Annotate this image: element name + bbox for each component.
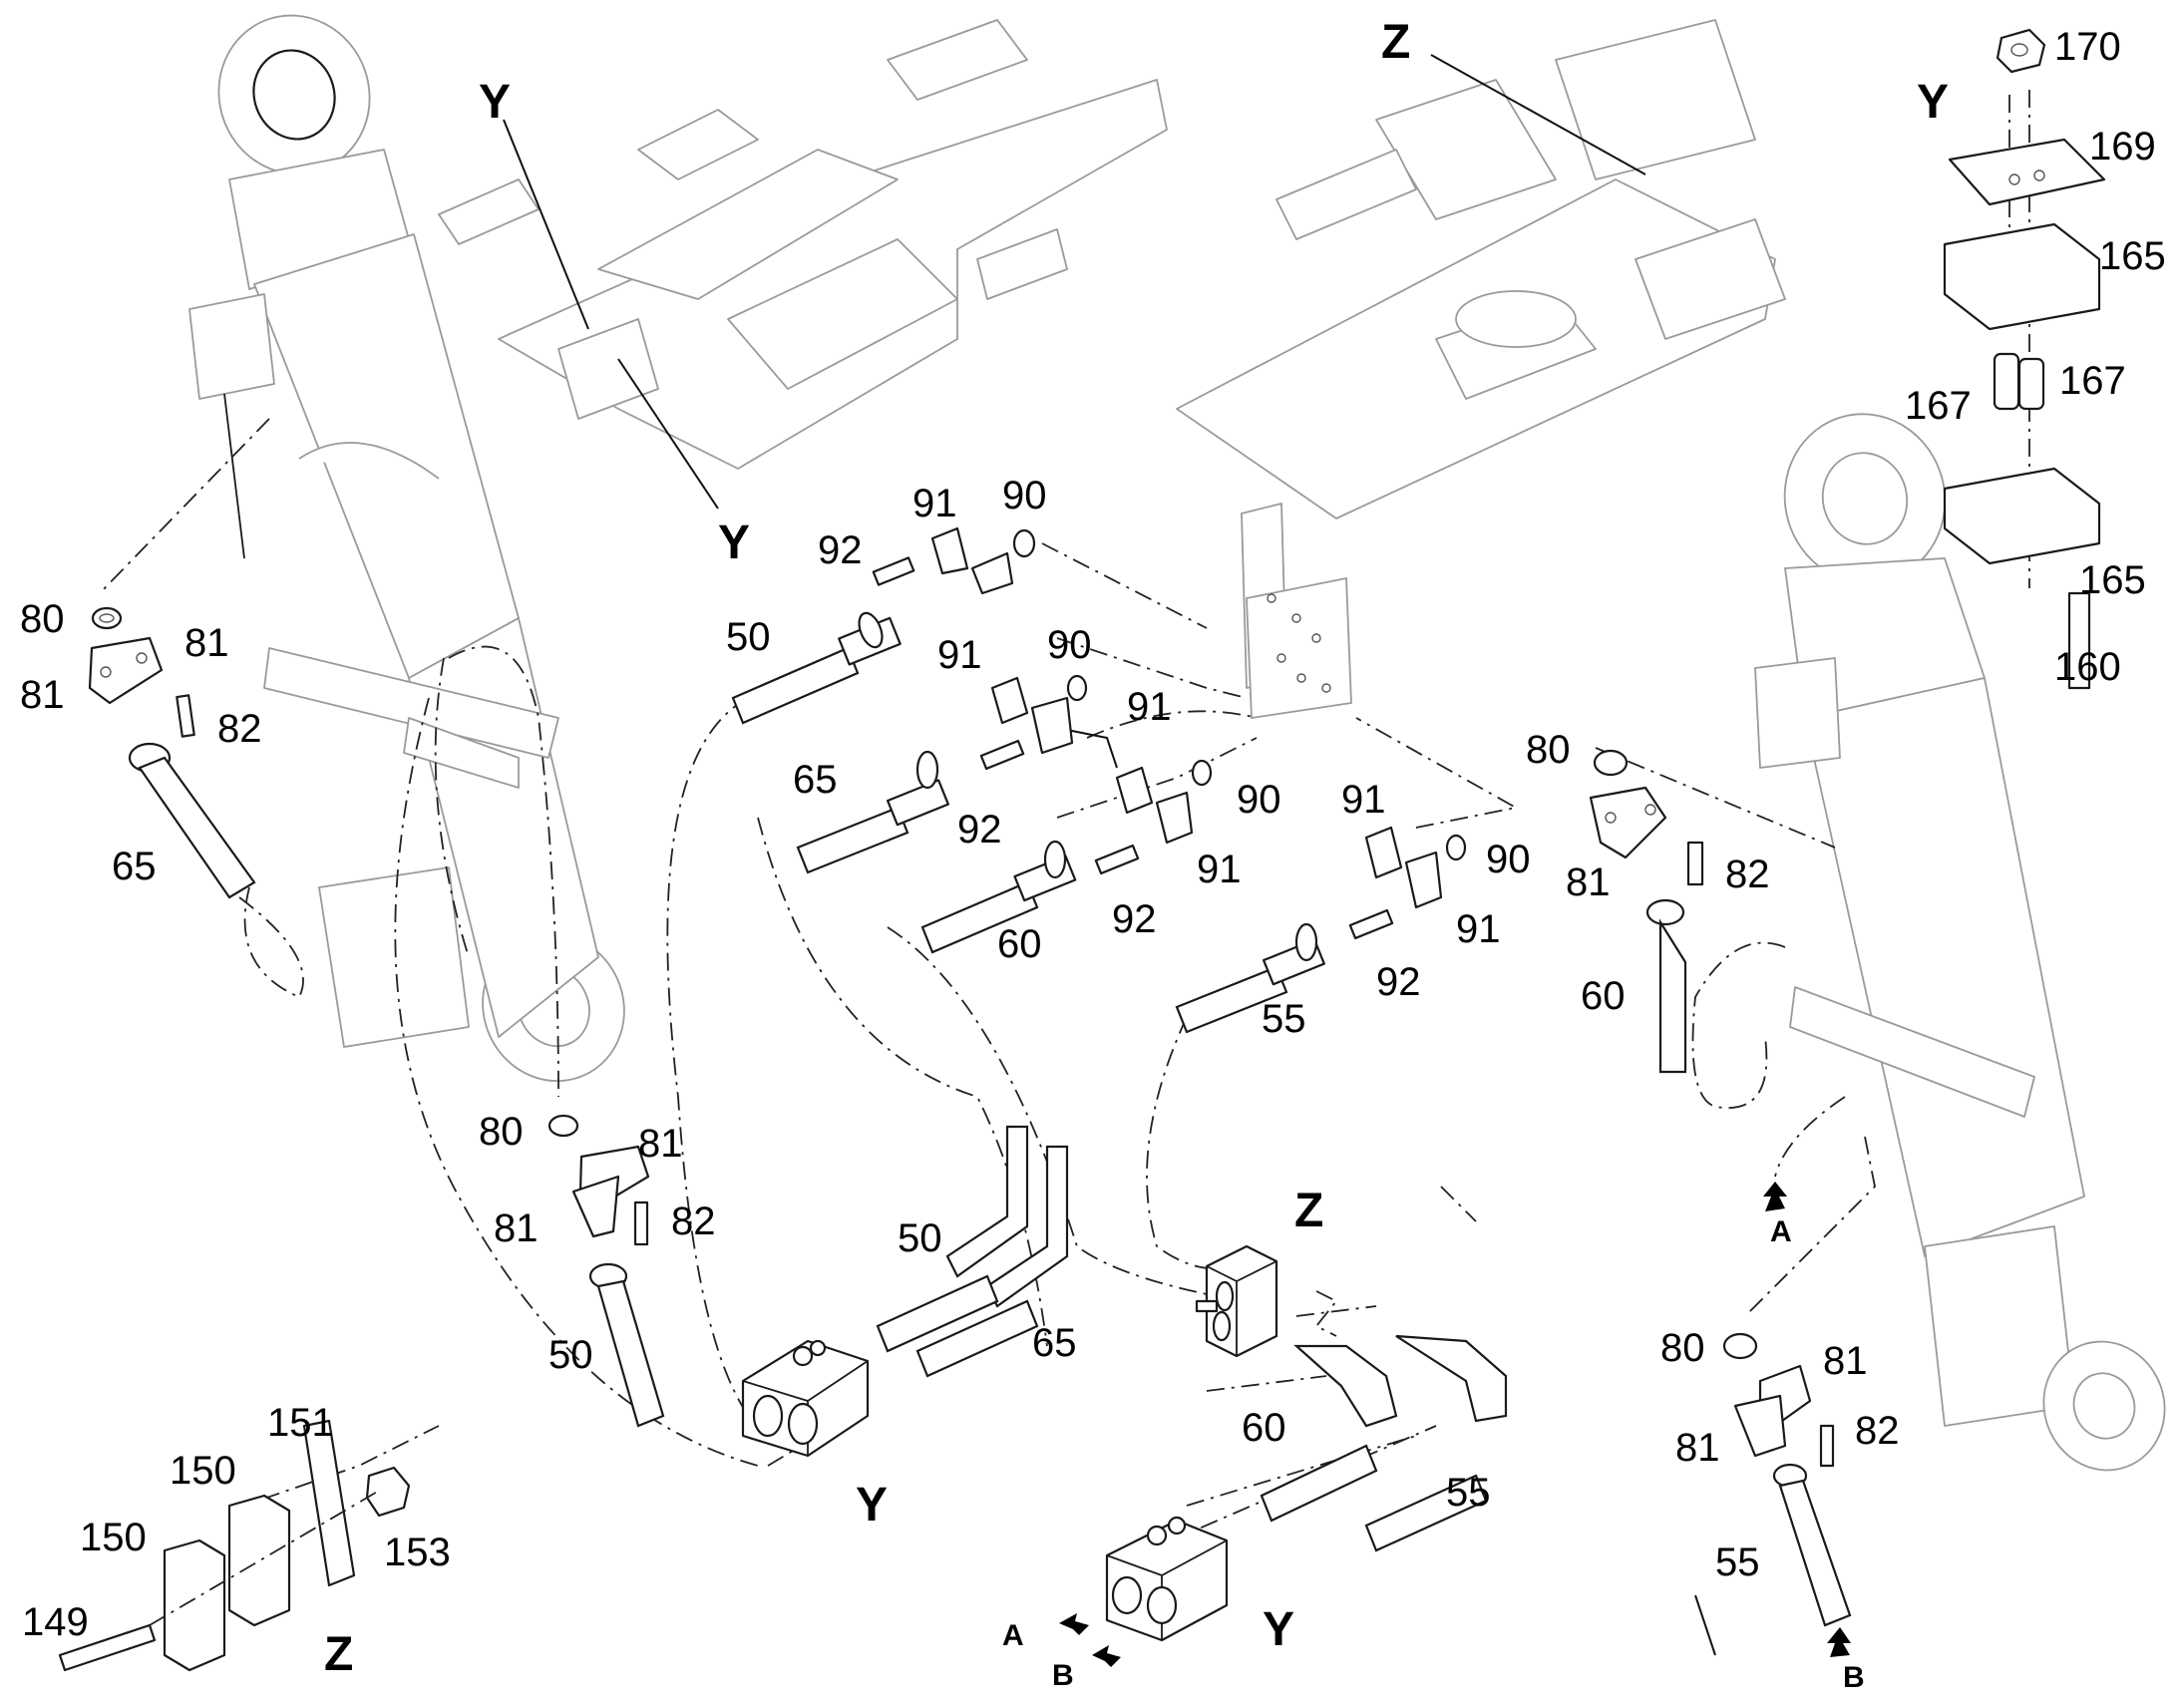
- label-55-right-lower: 55: [1715, 1540, 1760, 1584]
- label-169: 169: [2089, 125, 2156, 169]
- label-91-top: 91: [912, 482, 957, 525]
- right-cylinder: [1754, 413, 2166, 1472]
- label-90-mid1: 90: [1047, 623, 1092, 667]
- label-60-bundle: 60: [1242, 1406, 1286, 1450]
- label-50-center: 50: [726, 615, 771, 659]
- arrow-label-a-bottom: A: [1002, 1619, 1024, 1652]
- label-82-right-upper: 82: [1725, 853, 1770, 896]
- label-92-mid2: 92: [1112, 897, 1157, 941]
- clamp-z-center: [1195, 1244, 1278, 1358]
- label-149: 149: [22, 1600, 89, 1644]
- label-160: 160: [2054, 645, 2121, 689]
- fitting-91-92-90-low: [1348, 826, 1467, 940]
- label-90-top: 90: [1002, 474, 1047, 517]
- label-55-bundle: 55: [1446, 1471, 1491, 1515]
- label-55-center: 55: [1262, 997, 1306, 1041]
- arrow-b-right: [1827, 1627, 1851, 1657]
- label-165-top: 165: [2099, 234, 2166, 278]
- left-cylinder: [188, 14, 625, 1083]
- label-151: 151: [267, 1401, 334, 1445]
- view-letter-z-frame: Z: [1381, 16, 1410, 69]
- arrow-label-b-bottom: B: [1052, 1659, 1074, 1692]
- label-167-left: 167: [1905, 384, 1972, 428]
- fitting-91-92-90-top: [872, 526, 1036, 595]
- view-letter-y-frame-bottom: Y: [718, 516, 750, 569]
- label-81-left-lower-a: 81: [638, 1122, 683, 1166]
- arrow-label-a-right: A: [1770, 1215, 1792, 1248]
- flow-arrows: [1059, 1182, 1851, 1667]
- clamp-y-center: [741, 1339, 870, 1458]
- label-80-left-lower: 80: [479, 1110, 524, 1154]
- clamp-y-detail-stack: [1943, 28, 2106, 690]
- center-hose-65: [796, 750, 949, 874]
- label-91-low-b: 91: [1456, 907, 1501, 951]
- label-65-bundle: 65: [1032, 1321, 1077, 1365]
- frame-left: [438, 19, 1168, 470]
- label-153: 153: [384, 1531, 451, 1574]
- label-92-top: 92: [818, 528, 863, 572]
- label-91-mid2: 91: [1197, 848, 1242, 891]
- label-60-center: 60: [997, 922, 1042, 966]
- label-65-center: 65: [793, 758, 838, 802]
- label-50-left-lower: 50: [548, 1333, 593, 1377]
- view-letter-z-kit: Z: [324, 1628, 353, 1681]
- label-65-left-upper: 65: [112, 845, 157, 888]
- manifold-block: [1241, 503, 1352, 719]
- label-150-a: 150: [80, 1516, 147, 1559]
- leader-lines: [503, 54, 1716, 1656]
- label-80-right-upper: 80: [1526, 728, 1571, 772]
- fitting-group-right-upper: [1589, 749, 1704, 1074]
- fitting-group-right-lower: [1722, 1332, 1852, 1627]
- frame-right: [1176, 19, 1786, 519]
- label-92-low: 92: [1376, 960, 1421, 1004]
- label-50-bundle: 50: [898, 1216, 942, 1260]
- view-letter-y-clamp-center: Y: [856, 1479, 888, 1532]
- label-82-left-upper: 82: [217, 707, 262, 751]
- label-150-b: 150: [170, 1449, 236, 1493]
- label-91-top-b: 91: [937, 633, 982, 677]
- labels: Y Y Z Y Z Y Y Z A B A B 80 81 81 82 65 8…: [20, 16, 2166, 1694]
- view-letter-z-clamp-center: Z: [1294, 1185, 1323, 1237]
- label-92-mid1: 92: [957, 808, 1002, 852]
- label-80-left-upper: 80: [20, 597, 65, 641]
- center-hose-55: [1175, 922, 1325, 1034]
- arrow-a-bottom: [1059, 1613, 1089, 1635]
- label-165-bottom: 165: [2079, 558, 2146, 602]
- arrow-a-right: [1763, 1182, 1787, 1211]
- center-hose-50: [731, 611, 902, 725]
- label-81-left-upper-b: 81: [184, 621, 229, 665]
- center-hose-60: [920, 840, 1077, 954]
- label-82-left-lower: 82: [671, 1199, 716, 1243]
- clamp-z-kit: [58, 1419, 411, 1672]
- label-81-right-lower-b: 81: [1675, 1426, 1720, 1470]
- hose-bundle-right: [1260, 1334, 1508, 1552]
- hose-bundle-left: [876, 1125, 1069, 1378]
- label-91-mid1: 91: [1127, 685, 1172, 729]
- label-81-left-lower-b: 81: [494, 1206, 539, 1250]
- label-91-low-a: 91: [1341, 778, 1386, 822]
- label-81-right-upper: 81: [1566, 860, 1611, 904]
- label-167-right: 167: [2059, 359, 2126, 403]
- arrow-label-b-right: B: [1843, 1661, 1865, 1694]
- label-81-left-upper-a: 81: [20, 673, 65, 717]
- fitting-91-92-90-mid1: [979, 674, 1088, 771]
- label-170: 170: [2054, 25, 2121, 69]
- view-letter-y-frame-top: Y: [479, 76, 511, 129]
- fitting-group-left-lower: [547, 1114, 665, 1428]
- view-letter-y-clamp-detail: Y: [1917, 76, 1949, 129]
- label-81-right-lower-a: 81: [1823, 1339, 1868, 1383]
- arrow-b-bottom: [1092, 1645, 1121, 1667]
- label-82-right-lower: 82: [1855, 1409, 1900, 1453]
- label-90-mid2: 90: [1237, 778, 1281, 822]
- label-90-low: 90: [1486, 838, 1531, 881]
- fitting-91-92-90-mid2: [1094, 759, 1213, 875]
- label-60-right-upper: 60: [1581, 974, 1626, 1018]
- label-80-right-lower: 80: [1660, 1326, 1705, 1370]
- clamp-y-bottom: [1105, 1516, 1229, 1642]
- view-letter-y-clamp-bottom: Y: [1263, 1603, 1294, 1656]
- fitting-group-left-upper: [88, 606, 256, 899]
